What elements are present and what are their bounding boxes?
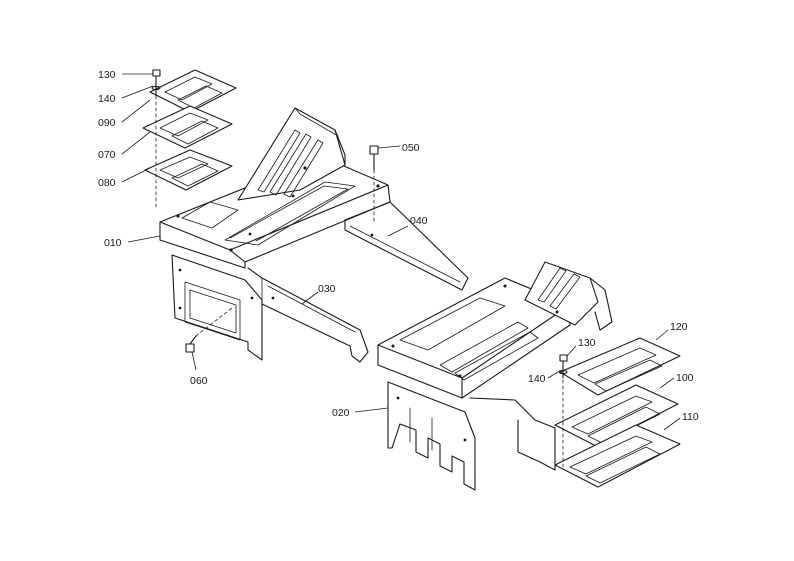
callout-020: 020 [332,407,350,419]
callout-100: 100 [676,372,694,384]
callout-140-left: 140 [98,93,116,105]
floor-mat-100 [554,384,679,447]
bolt-130-right [558,354,568,471]
bolt-060 [185,307,233,353]
floor-mat-110 [554,424,681,488]
callout-130-right: 130 [578,337,596,349]
callout-140-right: 140 [528,373,546,385]
bolt-050 [369,145,379,223]
floor-mat-090 [149,69,237,113]
callout-labels: 130 140 090 070 080 010 050 040 030 060 … [98,69,699,423]
callout-120: 120 [670,321,688,333]
cross-member-030 [247,267,369,363]
callout-060: 060 [190,375,208,387]
floor-mat-080 [144,149,233,191]
floor-mat-120 [559,337,681,396]
callout-010: 010 [104,237,122,249]
callout-110: 110 [682,411,699,423]
floor-mat-070 [142,105,233,149]
callout-080: 080 [98,177,116,189]
right-floor-panel [377,261,613,491]
cross-member-040 [344,201,469,291]
callout-050: 050 [402,142,420,154]
left-floor-panel [159,107,391,361]
callout-leaders [121,73,681,431]
callout-130-left: 130 [98,69,116,81]
callout-030: 030 [318,283,336,295]
callout-040: 040 [410,215,428,227]
callout-070: 070 [98,149,116,161]
callout-090: 090 [98,117,116,129]
